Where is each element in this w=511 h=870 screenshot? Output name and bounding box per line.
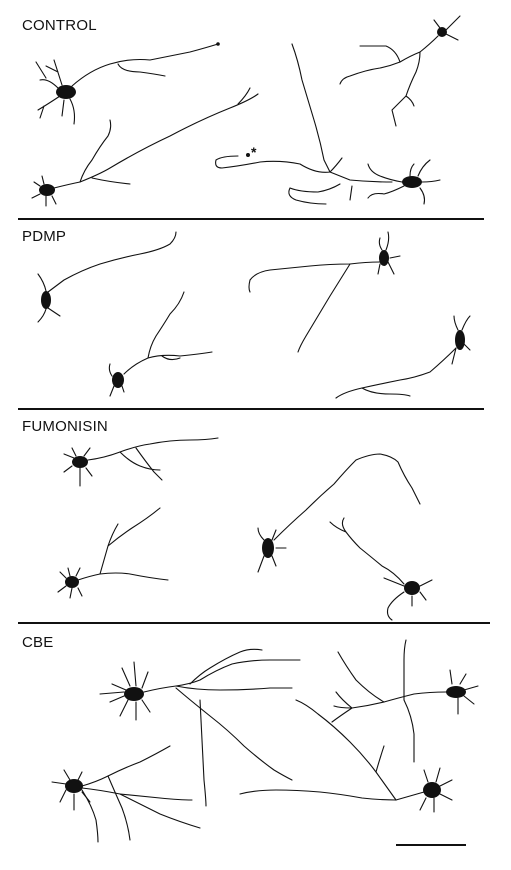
panel-label-cbe: CBE: [22, 634, 54, 651]
fumonisin-neuron-3: [257, 453, 421, 573]
cbe-neuron-2: [51, 745, 201, 843]
pdmp-neuron-4: [335, 315, 471, 399]
divider-2: [18, 408, 484, 410]
pdmp-neuron-3: [108, 291, 213, 397]
pdmp-neuron-2: [248, 231, 401, 353]
control-neuron-2: [31, 87, 259, 207]
pdmp-neuron-1: [37, 231, 177, 323]
control-neuron-4: [367, 159, 441, 205]
fumonisin-neuron-1: [63, 437, 219, 487]
panel-label-control: CONTROL: [22, 17, 97, 34]
cbe-neuron-1: [99, 648, 301, 807]
scale-bar: [396, 844, 466, 846]
fumonisin-neuron-4: [329, 517, 433, 621]
control-neuron-3: [215, 43, 393, 205]
asterisk-marker: *: [251, 144, 257, 160]
fumonisin-neuron-2: [57, 507, 169, 599]
cbe-neuron-4: [239, 699, 453, 813]
divider-3: [18, 622, 490, 624]
divider-1: [18, 218, 484, 220]
control-neuron-1: [35, 42, 220, 125]
control-neuron-5: [339, 15, 461, 127]
cbe-neuron-3: [331, 639, 479, 763]
panel-label-pdmp: PDMP: [22, 228, 67, 245]
panel-label-fumonisin: FUMONISIN: [22, 418, 108, 435]
